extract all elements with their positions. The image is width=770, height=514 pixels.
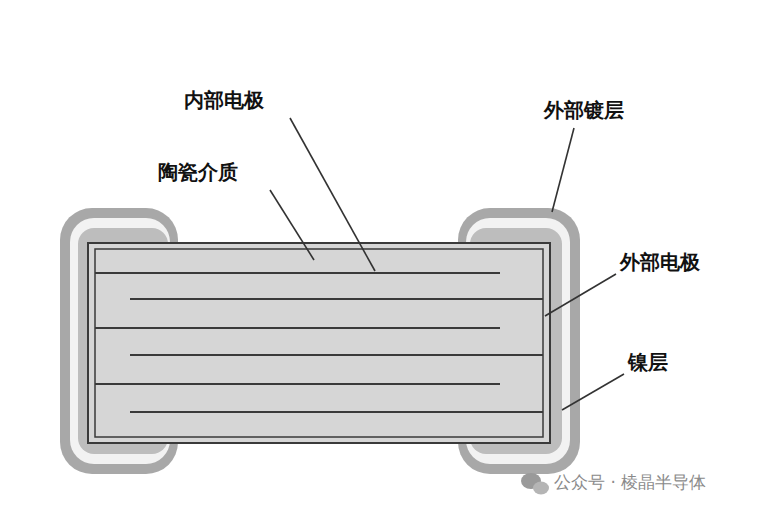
part-label: 内部电极 (184, 88, 264, 112)
watermark: 公众号 · 棱晶半导体 (554, 472, 706, 492)
part-label: 镍层 (628, 350, 668, 374)
ceramic-body (88, 243, 550, 443)
leader-lines (270, 118, 624, 410)
wechat-icon (521, 473, 549, 495)
internal-electrodes (95, 273, 543, 412)
part-label: 陶瓷介质 (158, 160, 238, 184)
part-label: 外部镀层 (544, 98, 624, 122)
part-label: 外部电极 (620, 250, 700, 274)
ceramic-inner-outline (95, 249, 543, 437)
